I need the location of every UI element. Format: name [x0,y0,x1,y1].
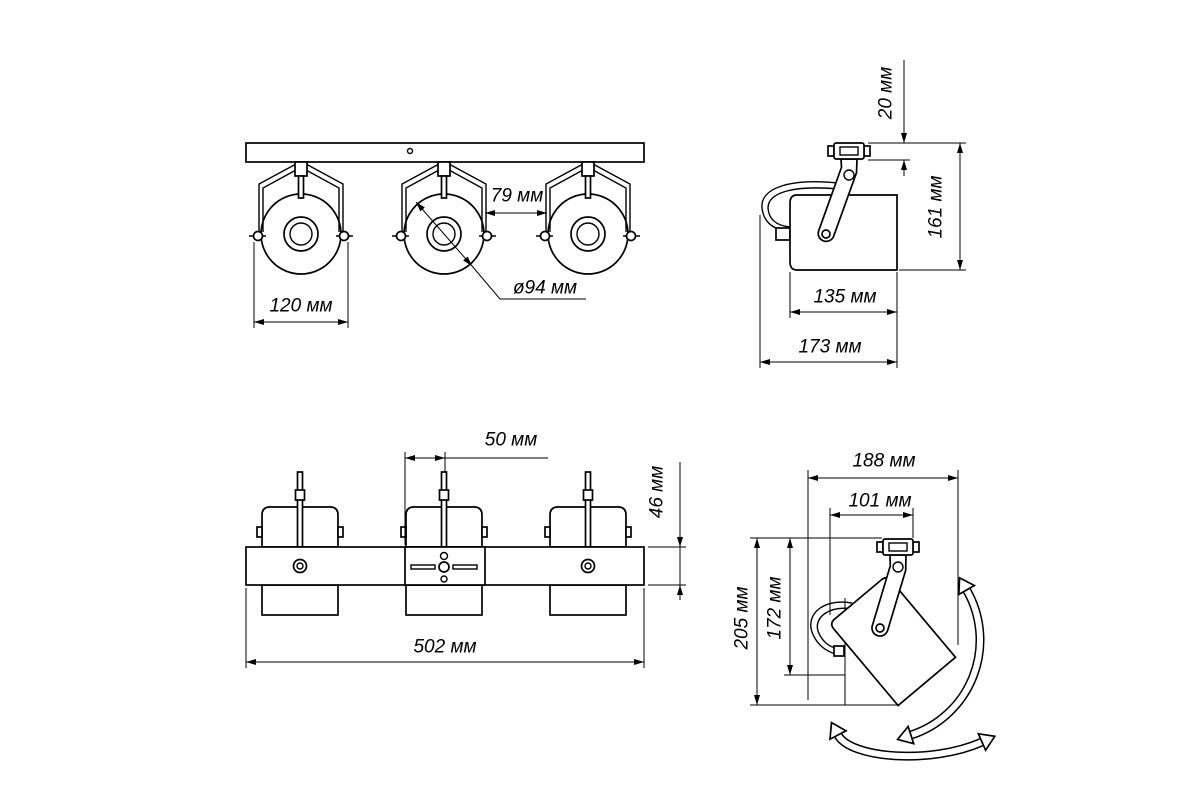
top-spot-3 [544,471,632,616]
body-length-dimension-label: 135 мм [813,287,876,308]
mount-screw [440,575,448,583]
mount-slot-right [452,564,478,570]
inner-width-dimension-label: 101 мм [848,491,911,512]
arm-joint [892,561,904,573]
lamp-body [789,194,898,271]
arm-joint [843,169,855,181]
mount-height-dimension-label: 20 мм [876,67,897,120]
mount-width-dimension-label: 50 мм [485,430,537,451]
adapter-detail [839,146,859,156]
mount-tab-right [912,541,920,553]
swivel-arrow-head-start [829,721,848,741]
bar-bolt-right-inner [584,562,592,570]
track-adapter [882,538,914,556]
diameter-leader [471,265,586,300]
track-adapter [833,142,865,160]
gap-dimension-label: 79 мм [491,186,543,207]
inner-height-dimension-label: 172 мм [765,576,786,639]
total-depth-dimension-label: 173 мм [798,337,861,358]
tilt-arrow-band-fill [909,588,983,738]
total-height-dimension-label: 161 мм [926,175,947,238]
mount-tab-left [876,541,884,553]
width-dimension-label: 188 мм [852,451,915,472]
rotation-view: 188 мм 101 мм 205 мм 172 мм [732,451,997,761]
bar-height-dimension-label: 46 мм [647,466,668,518]
bar-bolt-left [292,558,308,574]
top-spot-1 [256,471,344,616]
height-dimension-label: 205 мм [732,586,753,650]
bar-screw [406,147,414,155]
swivel-rotation-arrow [829,721,997,761]
track-bar [245,142,645,163]
bar-bolt-right [580,558,596,574]
wire-connector [775,227,791,241]
bar-bolt-left-inner [296,562,304,570]
tilt-arrow-head-end [896,724,915,745]
power-wire [810,601,855,655]
swivel-arrow-band-fill [835,733,984,760]
diameter-dimension-label: ø94 мм [513,278,577,299]
tilt-arrow-head-start [957,576,977,597]
mount-center-hole [438,561,450,573]
spot-width-dimension-label: 120 мм [269,296,332,317]
lamp-pivot [821,229,831,239]
front-spot-3 [535,161,641,275]
side-view: 20 мм 161 мм 135 мм 173 мм [759,60,966,368]
length-dimension-label: 502 мм [413,637,476,658]
front-view: 79 мм ø94 мм 120 мм [245,142,645,328]
lamp-pivot [875,623,885,633]
top-spot-2 [400,471,488,616]
mount-slot-left [410,564,436,570]
adapter-detail [888,542,908,552]
tilt-rotation-arrow [896,576,985,745]
top-view: 50 мм 46 мм 502 мм [245,430,686,668]
swivel-arrow-head-end [977,732,997,752]
mount-screw [439,551,449,561]
front-spot-2 [391,161,497,275]
wire-connector [833,645,845,657]
mount-tab-right [863,145,871,157]
front-spot-1 [248,161,354,275]
bracket-arm [871,554,907,637]
diameter-dimension-line [415,201,473,267]
mount-tab-left [827,145,835,157]
